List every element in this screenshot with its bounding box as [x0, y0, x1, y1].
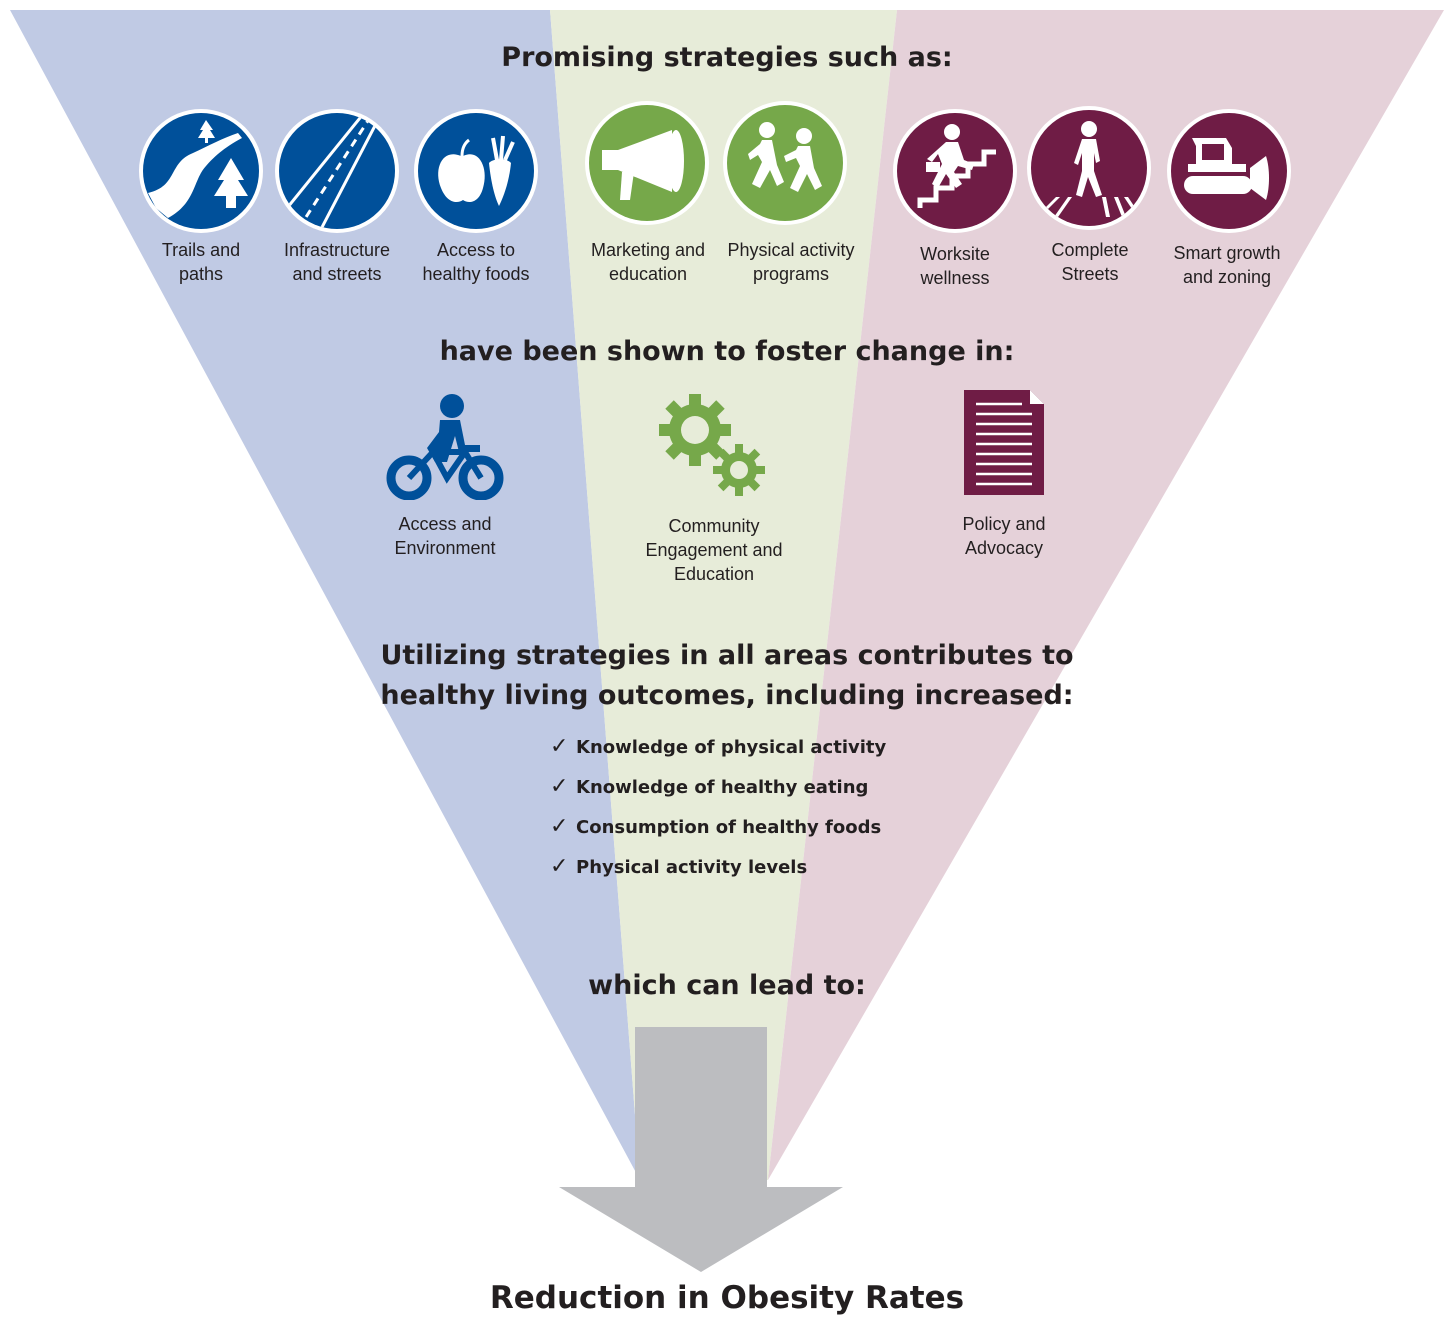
checkmark-icon: ✓	[550, 814, 569, 839]
stairs-walker-icon	[892, 108, 1018, 234]
crosswalk-icon	[1026, 105, 1152, 231]
funnel-blue-section	[10, 10, 640, 1180]
list-item: ✓Physical activity levels	[550, 852, 886, 892]
gears-icon	[659, 394, 765, 496]
utilizing-heading: Utilizing strategies in all areas contri…	[380, 640, 1074, 711]
bicycle-icon	[386, 394, 504, 500]
megaphone-icon	[584, 100, 710, 226]
road-icon	[274, 108, 400, 234]
running-kids-icon	[722, 100, 848, 226]
document-icon	[964, 390, 1044, 495]
down-arrow	[559, 1027, 843, 1272]
checkmark-icon: ✓	[550, 854, 569, 879]
lead-heading: which can lead to:	[588, 970, 866, 1001]
foster-heading: have been shown to foster change in:	[439, 336, 1015, 367]
funnel-green-section	[550, 10, 897, 1180]
checkmark-icon: ✓	[550, 774, 569, 799]
result-heading: Reduction in Obesity Rates	[489, 1280, 965, 1316]
list-item: ✓Consumption of healthy foods	[550, 812, 886, 852]
strategies-heading: Promising strategies such as:	[501, 42, 953, 73]
outcomes-list: ✓Knowledge of physical activity ✓Knowled…	[550, 732, 886, 892]
apple-carrot-icon	[413, 108, 539, 234]
funnel-maroon-section	[768, 10, 1444, 1180]
list-item: ✓Knowledge of physical activity	[550, 732, 886, 772]
checkmark-icon: ✓	[550, 734, 569, 759]
bulldozer-icon	[1166, 108, 1292, 234]
list-item: ✓Knowledge of healthy eating	[550, 772, 886, 812]
trail-tree-icon	[138, 108, 264, 234]
